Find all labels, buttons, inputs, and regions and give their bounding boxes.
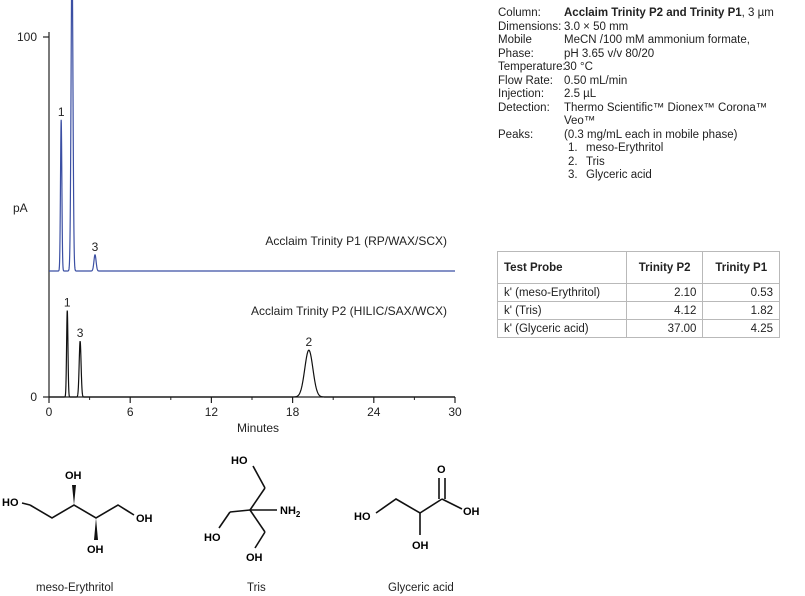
x-tick-label: 0 (46, 405, 53, 419)
atom-label: OH (87, 544, 104, 556)
atom-label: OH (463, 506, 480, 518)
peak-label: 3 (92, 240, 99, 254)
retention-factor-table: Test Probe Trinity P2 Trinity P1 k' (mes… (497, 251, 780, 338)
structure-name: Tris (247, 582, 266, 594)
param-peaks: Peaks:(0.3 mg/mL each in mobile phase) (498, 128, 738, 141)
param-detection: Detection:Thermo Scientific™ Dionex™ Cor… (498, 101, 768, 128)
structure-name: Glyceric acid (388, 582, 454, 594)
chart-axes (43, 32, 456, 403)
y-tick-label: 100 (17, 30, 37, 44)
atom-label: HO (354, 511, 371, 523)
param-mobile-phase: Mobile Phase:MeCN /100 mM ammonium forma… (498, 34, 750, 60)
x-tick-label: 30 (448, 405, 462, 419)
wedge-bond (94, 518, 98, 540)
x-tick-label: 6 (127, 405, 134, 419)
carbon-chain (29, 504, 135, 519)
chromatogram-chart: 06121824301000MinutespA123Acclaim Trinit… (13, 0, 462, 435)
glyceric-acid-structure: HO O OH OH (354, 464, 480, 552)
y-tick-label: 0 (30, 390, 37, 404)
atom-label: NH2 (280, 505, 301, 519)
peak-item: 2.Tris (568, 155, 605, 168)
atom-label: OH (65, 470, 82, 482)
x-tick-label: 18 (286, 405, 300, 419)
chart-labels: 06121824301000MinutespA123Acclaim Trinit… (13, 30, 462, 435)
peak-label: 3 (77, 326, 84, 340)
x-axis-label: Minutes (237, 421, 279, 435)
table-row: k' (meso-Erythritol) 2.10 0.53 (497, 283, 780, 302)
meso-erythritol-structure: HO OH OH OH (2, 470, 153, 556)
atom-label: OH (246, 552, 263, 564)
peak-item: 1.meso-Erythritol (568, 142, 664, 154)
peak-label: 2 (305, 335, 312, 349)
x-tick-label: 24 (367, 405, 381, 419)
table-header-row: Test Probe Trinity P2 Trinity P1 (497, 251, 780, 284)
peak-label: 1 (58, 105, 65, 119)
peak-label: 1 (64, 296, 71, 310)
series-name: Acclaim Trinity P2 (HILIC/SAX/WCX) (251, 304, 447, 318)
param-flow-rate: Flow Rate:0.50 mL/min (498, 74, 628, 87)
atom-label: O (437, 464, 446, 476)
y-axis-label: pA (13, 201, 28, 215)
atom-label: HO (2, 497, 19, 509)
x-tick-label: 12 (205, 405, 219, 419)
wedge-bond (72, 485, 76, 505)
param-injection: Injection:2.5 µL (498, 88, 597, 100)
atom-label: OH (136, 513, 153, 525)
param-column: Column:Acclaim Trinity P2 and Trinity P1… (498, 7, 774, 19)
param-dimensions: Dimensions:3.0 × 50 mm (498, 20, 629, 33)
chart-traces (49, 0, 455, 398)
table-row: k' (Tris) 4.12 1.82 (497, 301, 780, 320)
table-row: k' (Glyceric acid) 37.00 4.25 (497, 319, 780, 338)
series-line (49, 310, 455, 398)
tris-structure: HO NH2 HO OH (204, 455, 301, 564)
series-line (49, 0, 455, 272)
peak-item: 3.Glyceric acid (568, 169, 652, 181)
peak-list: 1.meso-Erythritol 2.Tris 3.Glyceric acid (568, 142, 794, 183)
carbon-chain (375, 498, 443, 514)
atom-label: OH (412, 540, 429, 552)
atom-label: HO (231, 455, 248, 467)
series-name: Acclaim Trinity P1 (RP/WAX/SCX) (265, 234, 447, 248)
method-parameters: Column:Acclaim Trinity P2 and Trinity P1… (498, 7, 794, 183)
param-temperature: Temperature:30 °C (498, 61, 593, 73)
atom-label: HO (204, 532, 221, 544)
structure-name: meso-Erythritol (36, 582, 114, 594)
